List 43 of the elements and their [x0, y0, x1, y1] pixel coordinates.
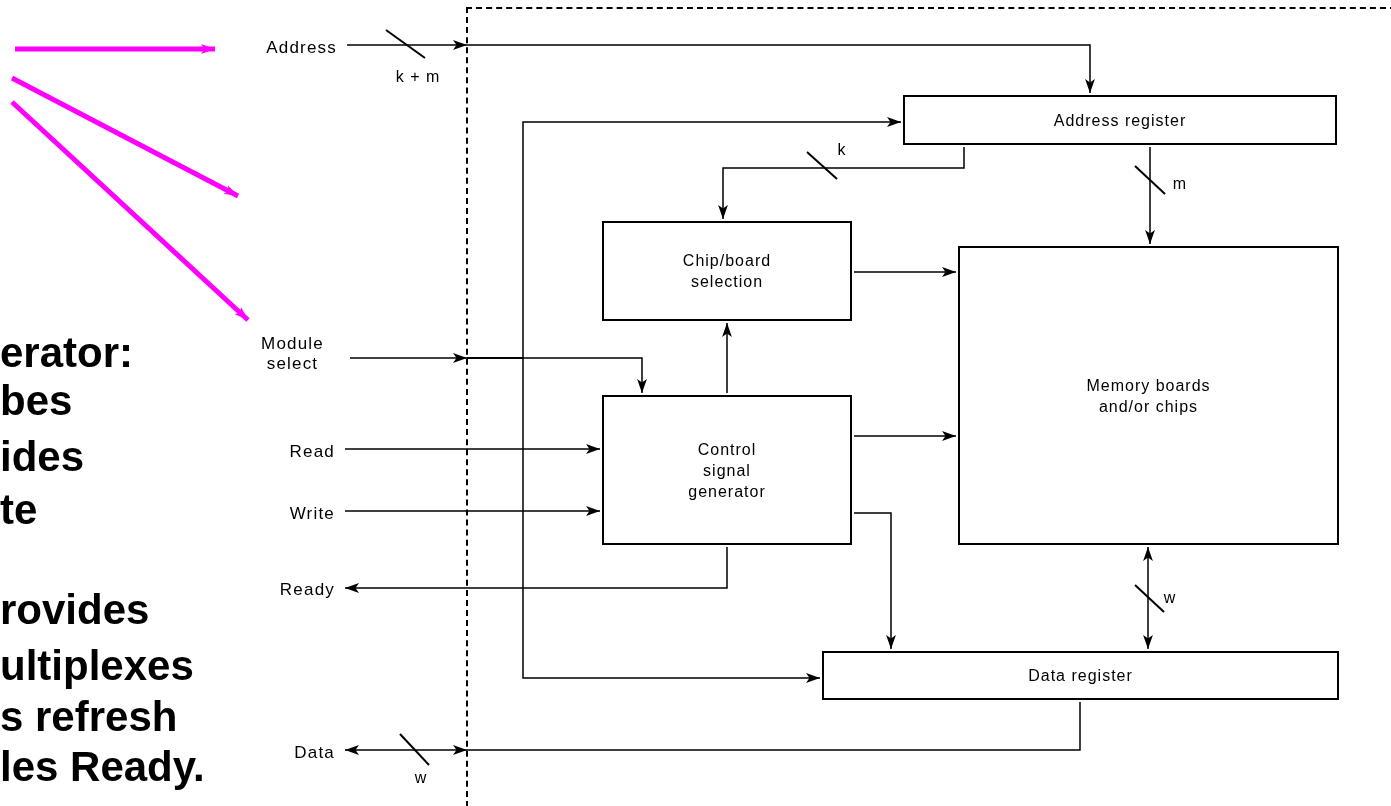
signal-label: Address	[266, 38, 337, 58]
pointer-arrow	[10, 100, 250, 322]
block-label: Chip/board selection	[681, 251, 773, 292]
arrow	[344, 444, 601, 454]
block-box	[958, 246, 1339, 545]
arrow	[344, 546, 728, 593]
arrow	[718, 146, 965, 220]
signal-label: Module select	[260, 334, 325, 374]
note-text: rovides	[0, 585, 150, 635]
signal-label: Ready	[279, 580, 335, 600]
note-text: les Ready.	[0, 742, 205, 792]
note-text: ides	[0, 432, 85, 482]
block-label: Data register	[1028, 666, 1133, 686]
arrow	[853, 431, 957, 441]
arrow	[466, 44, 1095, 94]
arrow	[853, 267, 957, 277]
signal-label: Data	[294, 743, 335, 763]
arrow	[466, 357, 821, 683]
signal-label: Read	[289, 442, 335, 462]
note-text: te	[0, 485, 38, 535]
block-box	[602, 395, 852, 545]
arrow	[344, 506, 601, 516]
block-box	[602, 221, 852, 321]
block-label: Address register	[1053, 110, 1187, 131]
connector-line	[466, 701, 1081, 751]
arrow	[722, 322, 732, 394]
module-boundary	[466, 7, 1391, 806]
note-text: bes	[0, 376, 73, 426]
note-text: s refresh	[0, 692, 178, 742]
note-text: erator:	[0, 328, 134, 378]
block-label: Memory boards and/or chips	[1085, 375, 1212, 417]
block-box	[903, 95, 1337, 145]
pointer-arrow	[15, 44, 215, 54]
arrow	[1143, 546, 1153, 650]
block-box	[822, 651, 1339, 700]
arrow	[344, 745, 468, 755]
arrow	[349, 353, 468, 363]
arrow	[1145, 146, 1155, 245]
arrow	[853, 512, 896, 650]
signal-label: Write	[289, 504, 335, 524]
block-label: Control signal generator	[687, 439, 767, 502]
note-text: ultiplexes	[0, 641, 194, 691]
arrow	[346, 40, 468, 50]
